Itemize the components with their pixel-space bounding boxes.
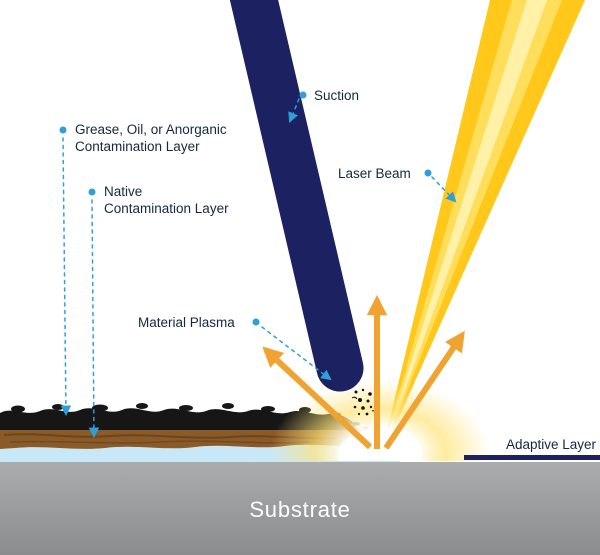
leader-lines [60, 98, 457, 439]
ejection-arrows [262, 294, 465, 450]
laser-beam-shape [380, 0, 585, 460]
adaptive-layer-label: Adaptive Layer [506, 437, 597, 452]
substrate-label: Substrate [249, 497, 350, 522]
laser-leader-line [431, 176, 457, 203]
grease-label-line2: Contamination Layer [75, 139, 200, 154]
native-leader-dot [88, 188, 96, 196]
grease-leader-dot [59, 126, 67, 134]
suction-leader-dot [299, 91, 307, 99]
adaptive-layer-indicator [464, 455, 600, 460]
material-plasma-label: Material Plasma [138, 315, 235, 330]
suction-tube [229, 0, 364, 392]
arrow-up-right [383, 330, 465, 450]
grease-leader-line [60, 137, 72, 417]
grease-label-line1: Grease, Oil, or Anorganic [75, 122, 227, 137]
laser-leader-dot [424, 169, 432, 177]
arrow-up-left [262, 346, 373, 450]
native-label-line1: Native [104, 184, 142, 199]
plasma-leader-line [261, 326, 332, 381]
plasma-particles [351, 388, 378, 416]
substrate-band [0, 462, 600, 555]
plasma-leader-dot [252, 318, 260, 326]
native-leader-line [88, 199, 100, 439]
laser-beam-label: Laser Beam [338, 166, 411, 181]
native-label-line2: Contamination Layer [104, 201, 229, 216]
suction-label: Suction [314, 88, 359, 103]
leader-dots [59, 91, 432, 326]
